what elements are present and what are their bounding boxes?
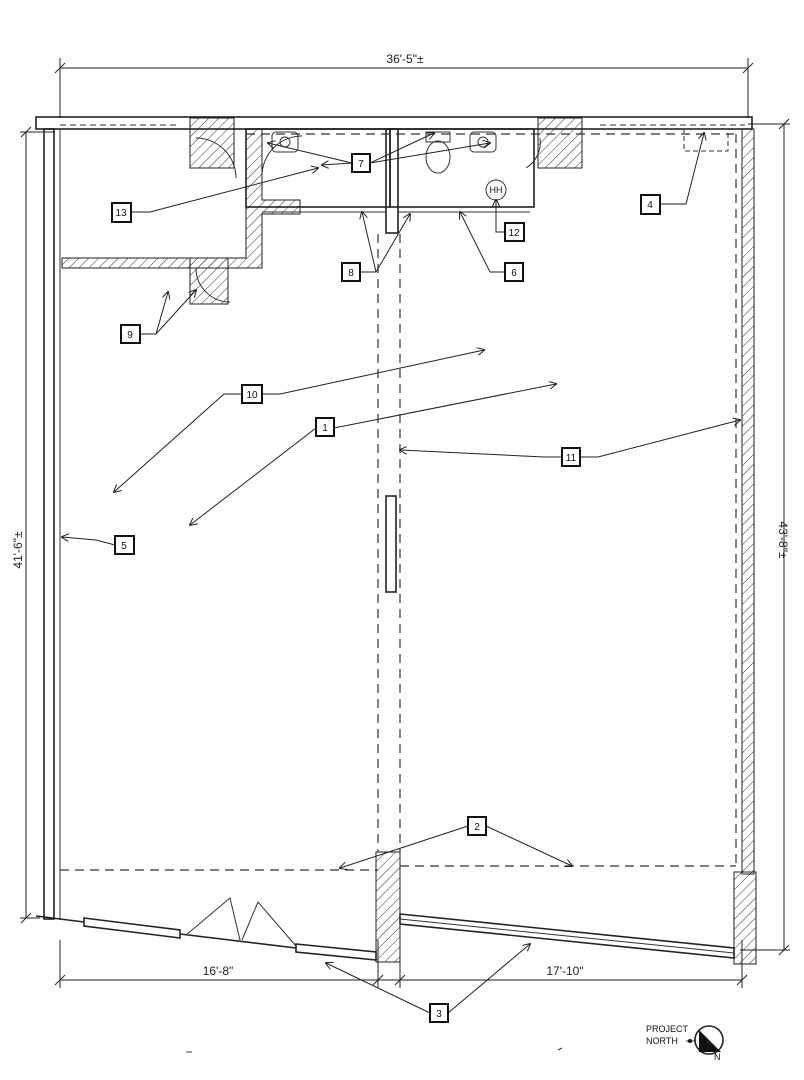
tag-5: 5 [62,536,135,555]
dimension-right-height: 43'-8"± [776,521,790,559]
tag-6: 6 [460,212,524,282]
fixture-label: HH [490,185,503,195]
svg-text:3: 3 [436,1009,442,1020]
north-compass-icon [694,1025,724,1055]
svg-text:13: 13 [115,208,127,219]
tag-9: 9 [120,290,196,344]
stray-mark [557,1047,563,1051]
svg-text:10: 10 [246,390,258,401]
svg-text:9: 9 [127,330,133,341]
north-label-line2: NORTH [646,1036,678,1046]
tag-4: 4 [640,133,704,215]
storefront [35,897,735,961]
svg-text:7: 7 [358,159,364,170]
svg-text:6: 6 [511,268,517,279]
exterior-walls [35,116,757,965]
dimension-bottom: 16'-8" 17'-10" [54,940,748,988]
svg-text:8: 8 [348,268,354,279]
north-label-line1: PROJECT [646,1024,689,1034]
dimension-bottom-left: 16'-8" [203,964,234,978]
dashed-lines [60,133,737,871]
restroom-core: HH [61,117,729,305]
svg-text:11: 11 [566,453,577,464]
tag-7: 7 [268,133,490,173]
tag-2: 2 [340,816,572,868]
svg-text:5: 5 [121,541,127,552]
tag-11: 11 [400,420,740,467]
tag-12: 12 [496,200,525,242]
dimension-left-height: 41'-6"± [11,531,25,569]
tag-3: 3 [326,944,530,1023]
dimension-overall-width: 36'-5"± [386,52,424,66]
tag-8: 8 [341,212,410,282]
svg-text:1: 1 [322,423,328,434]
north-arrow: PROJECT NORTH N [646,1024,724,1062]
svg-text:4: 4 [647,200,653,211]
tag-13: 13 [111,168,318,223]
north-dot-icon [688,1039,692,1043]
svg-text:12: 12 [508,228,520,239]
dimension-bottom-right: 17'-10" [546,964,583,978]
dimension-top: 36'-5"± [54,52,754,118]
dimension-right: 43'-8"± [740,118,790,956]
tag-1: 1 [190,384,556,525]
north-letter: N [714,1052,721,1062]
dimension-left: 41'-6"± [11,126,55,924]
tag-10: 10 [114,350,484,492]
svg-text:2: 2 [474,822,480,833]
